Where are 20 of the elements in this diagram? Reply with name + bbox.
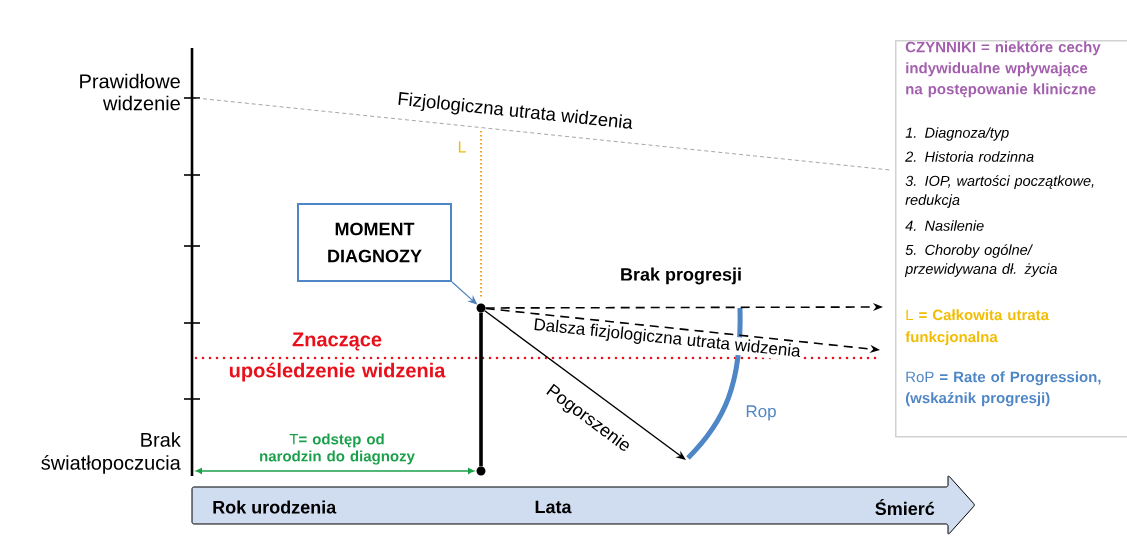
list-item: 4. Nasilenie — [905, 220, 984, 231]
edge-label: Brak progresji — [619, 266, 744, 286]
line-label: Znaczące upośledzenie widzenia — [229, 332, 446, 382]
point-marker — [476, 303, 486, 313]
axis-label: Prawidłowe widzenie — [80, 73, 180, 111]
edge-label: Dalsza fizjologiczna utrata widzenia — [531, 316, 803, 362]
list-item: 3. IOP, wartości początkowe, redukcja — [905, 175, 1094, 208]
axis-label: Brak światłopoczucia — [41, 432, 181, 474]
callout-box: MOMENT DIAGNOZY — [297, 203, 452, 282]
legend-note: RoP = Rate of Progression, (wskaźnik progresji) — [905, 371, 1101, 407]
panel-heading: CZYNNIKI = niektóre cechy indywidualne wpływające na postępowanie kliniczne — [905, 41, 1101, 98]
legend-note: L = Całkowita utrata funkcjonalna — [905, 309, 1050, 346]
list-item: 2. Historia rodzinna — [905, 151, 1034, 162]
point-marker — [476, 466, 486, 476]
list-item: 1. Diagnoza/typ — [905, 127, 1009, 141]
list-item: 5. Choroby ogólne/ przewidywana dł. życia — [904, 244, 1057, 277]
arc-label: Rop — [746, 405, 776, 421]
line-label: Fizjologiczna utrata widzenia — [398, 92, 633, 129]
line-label: L — [458, 141, 466, 153]
arrow — [484, 310, 686, 460]
